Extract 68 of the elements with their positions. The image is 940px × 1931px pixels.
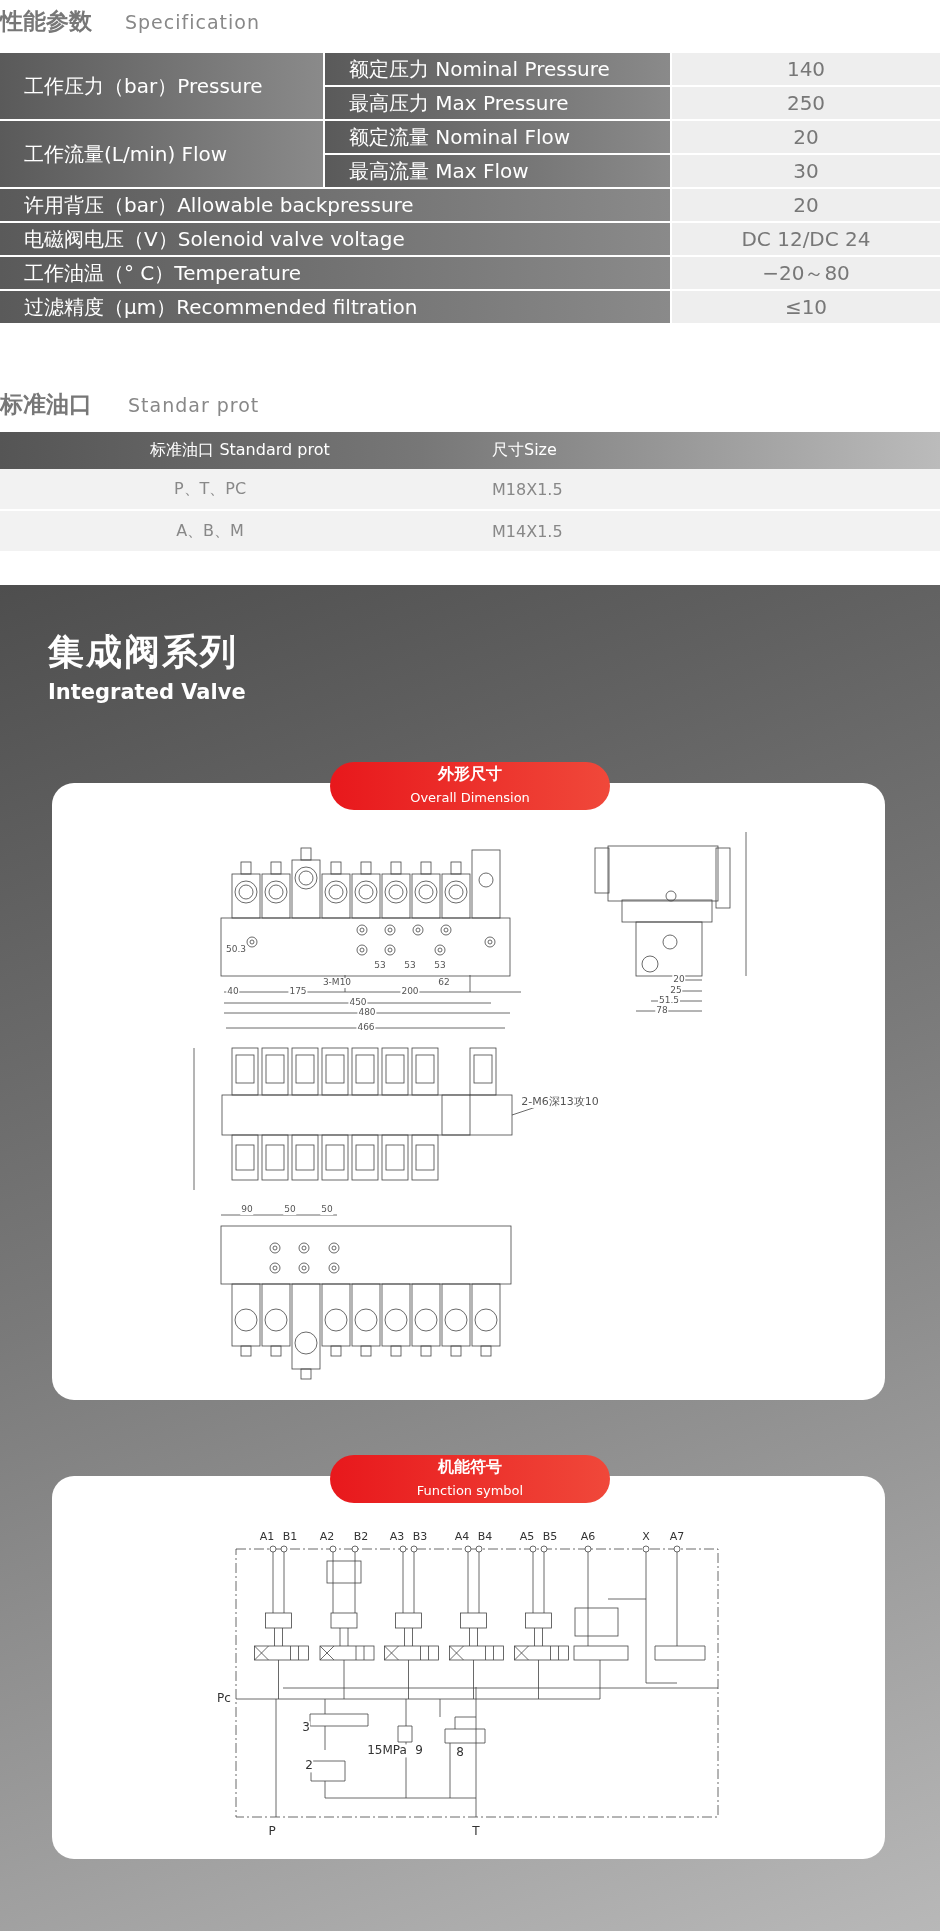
port-label: B2 [353, 1530, 369, 1544]
dimension-label: 50 [320, 1205, 334, 1215]
row-header-cell: 工作流量(L/min) Flow [0, 121, 325, 189]
row-header-cell: 最高流量 Max Flow [325, 155, 672, 189]
value-cell: 20 [672, 121, 940, 155]
row-header-cell: 电磁阀电压（V）Solenoid valve voltage [0, 223, 672, 257]
port-label: B1 [282, 1530, 298, 1544]
row-header-cell: 工作油温（° C）Temperature [0, 257, 672, 291]
value-cell: 30 [672, 155, 940, 189]
row-header-cell: 过滤精度（μm）Recommended filtration [0, 291, 672, 325]
dimension-label: 480 [357, 1008, 377, 1018]
dimension-label: 3-M10 [321, 978, 353, 988]
table-cell: M18X1.5 [420, 469, 940, 511]
dimension-label: 25 [669, 986, 683, 996]
port-label: A3 [389, 1530, 405, 1544]
dimension-label: 78 [655, 1006, 669, 1016]
value-cell: 250 [672, 87, 940, 121]
dimension-label: 50.3 [225, 945, 247, 955]
port-label: A4 [454, 1530, 470, 1544]
tab-subtitle: Overall Dimension [410, 790, 530, 806]
dimension-label: 40 [226, 987, 240, 997]
dimension-label: 90 [240, 1205, 254, 1215]
port-label: A7 [669, 1530, 685, 1544]
page-title: 集成阀系列 [48, 630, 238, 674]
dimension-label: 466 [356, 1023, 376, 1033]
port-label: A1 [259, 1530, 275, 1544]
dimension-label: 62 [437, 978, 451, 988]
table-cell: A、B、M [0, 511, 420, 553]
dimension-label: 175 [288, 987, 308, 997]
value-cell: DC 12/DC 24 [672, 223, 940, 257]
page-subtitle: Integrated Valve [48, 680, 246, 704]
row-header-cell: 额定压力 Nominal Pressure [325, 53, 672, 87]
row-header-cell: 额定流量 Nominal Flow [325, 121, 672, 155]
dimension-label: 20 [672, 975, 686, 985]
dimension-label: 50 [283, 1205, 297, 1215]
dimension-label: 53 [433, 961, 447, 971]
callout-number: 2 [305, 1759, 313, 1773]
dimension-label: 2-M6深13攻10 [520, 1095, 600, 1109]
port-label: B5 [542, 1530, 558, 1544]
section-subheading: Standar prot [128, 394, 260, 416]
port-label: A2 [319, 1530, 335, 1544]
dimension-label: 53 [403, 961, 417, 971]
table-header-cell: 尺寸Size [420, 432, 940, 469]
dimension-label: 200 [400, 987, 420, 997]
tab-title: 外形尺寸 [438, 765, 502, 783]
value-cell: −20～80 [672, 257, 940, 291]
tab-title: 机能符号 [438, 1458, 502, 1476]
row-header-cell: 许用背压（bar）Allowable backpressure [0, 189, 672, 223]
port-label: X [642, 1530, 650, 1544]
port-label: A6 [580, 1530, 596, 1544]
row-header-cell: 工作压力（bar）Pressure [0, 53, 325, 121]
value-cell: ≤10 [672, 291, 940, 325]
tab-subtitle: Function symbol [416, 1483, 524, 1499]
port-label: B3 [412, 1530, 428, 1544]
port-label: B4 [477, 1530, 493, 1544]
value-cell: 20 [672, 189, 940, 223]
dimension-label: 450 [348, 998, 368, 1008]
table-header-cell: 标准油口 Standard prot [0, 432, 420, 469]
section-subheading: Specification [125, 11, 260, 33]
pressure-label: 15MPa [367, 1744, 407, 1758]
port-label: A5 [519, 1530, 535, 1544]
section-heading: 标准油口 [0, 390, 92, 419]
row-header-cell: 最高压力 Max Pressure [325, 87, 672, 121]
dimension-label: 51.5 [658, 996, 680, 1006]
value-cell: 140 [672, 53, 940, 87]
table-cell: M14X1.5 [420, 511, 940, 553]
table-cell: P、T、PC [0, 469, 420, 511]
dimension-label: 53 [373, 961, 387, 971]
